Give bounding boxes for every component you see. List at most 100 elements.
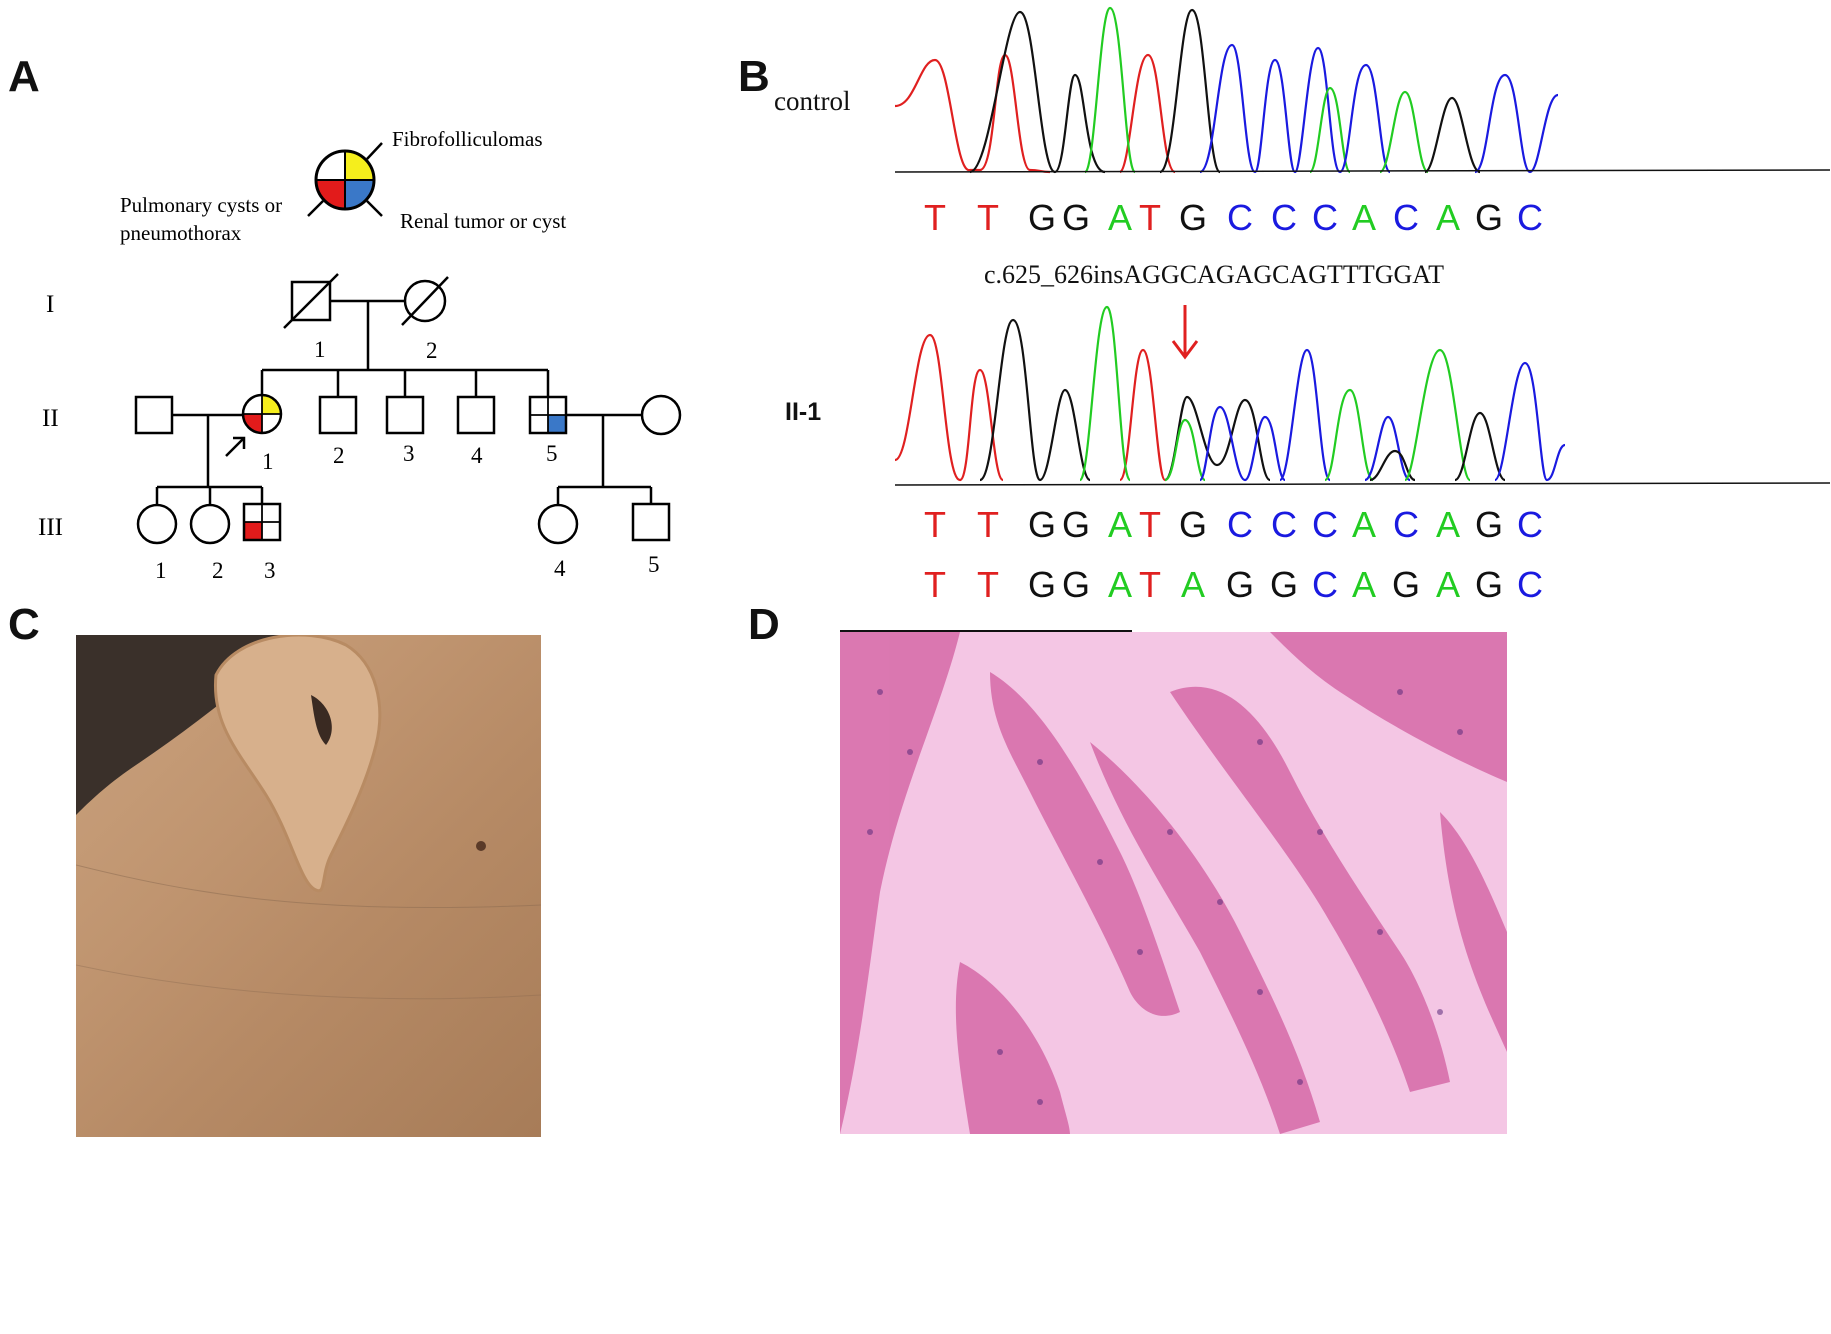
control_seq-base-8: C	[1227, 197, 1253, 238]
patient_seq2-base-8: G	[1226, 564, 1254, 605]
legend-renal-quadrant	[345, 180, 374, 209]
patient_seq1-base-2: T	[977, 504, 999, 545]
control_seq-base-1: T	[924, 197, 946, 238]
control_seq-base-6: T	[1139, 197, 1161, 238]
patient_seq2-base-1: T	[924, 564, 946, 605]
id-III-2: 2	[212, 558, 224, 583]
individual-II-2	[318, 395, 358, 435]
panel-b-label: B	[738, 52, 770, 101]
id-III-5: 5	[648, 552, 660, 577]
panel-c-label: C	[8, 600, 40, 649]
individual-II-4	[456, 395, 496, 435]
patient_seq1-base-5: A	[1108, 504, 1132, 545]
legend-pulmonary-text-1: Pulmonary cysts or	[120, 193, 282, 217]
patient_seq1-base-10: C	[1312, 504, 1338, 545]
patient_seq1-base-11: A	[1352, 504, 1376, 545]
patient_seq1-base-14: G	[1475, 504, 1503, 545]
control_seq-base-14: G	[1475, 197, 1503, 238]
patient_seq1-base-13: A	[1436, 504, 1460, 545]
id-II-1: 1	[262, 449, 274, 474]
chromatogram-patient	[894, 305, 1830, 486]
control_seq-base-3: G	[1028, 197, 1056, 238]
patient_seq1-base-6: T	[1139, 504, 1161, 545]
patient_seq2-base-4: G	[1062, 564, 1090, 605]
patient_seq2-base-12: G	[1392, 564, 1420, 605]
legend-renal-text: Renal tumor or cyst	[400, 209, 566, 233]
patient_seq2-base-6: T	[1139, 564, 1161, 605]
skin-photo	[76, 635, 541, 1137]
patient_seq2-base-10: C	[1312, 564, 1338, 605]
control_seq-base-2: T	[977, 197, 999, 238]
control_seq-base-4: G	[1062, 197, 1090, 238]
pedigree-chart: Fibrofolliculomas Pulmonary cysts or pne…	[38, 127, 682, 583]
patient_seq2-base-7: A	[1181, 564, 1205, 605]
ear-photo-drawing	[76, 635, 541, 1000]
id-II-5: 5	[546, 441, 558, 466]
legend-symbol	[307, 142, 383, 217]
individual-II-5-affected	[528, 395, 568, 435]
individual-II-spouse-male	[134, 395, 174, 435]
individual-II-1-proband	[241, 393, 283, 435]
individual-II-spouse-female	[640, 394, 682, 436]
control_seq-base-12: C	[1393, 197, 1419, 238]
id-III-4: 4	[554, 556, 566, 581]
patient_seq2-base-2: T	[977, 564, 999, 605]
control_seq-base-10: C	[1312, 197, 1338, 238]
patient_seq1-base-15: C	[1517, 504, 1543, 545]
patient-label: II-1	[785, 398, 822, 426]
patient_seq1-base-3: G	[1028, 504, 1056, 545]
generation-label-1: I	[46, 291, 54, 318]
control_seq-base-9: C	[1271, 197, 1297, 238]
proband-arrow	[225, 436, 246, 457]
histology-drawing	[840, 632, 1507, 1134]
mutation-arrow	[1171, 305, 1199, 360]
legend-fibro-text: Fibrofolliculomas	[392, 127, 543, 151]
id-II-2: 2	[333, 443, 345, 468]
control_seq-base-7: G	[1179, 197, 1207, 238]
histology-top-line	[840, 630, 1132, 632]
generation-label-2: II	[42, 405, 59, 432]
patient_seq1-base-7: G	[1179, 504, 1207, 545]
panel-a-label: A	[8, 52, 40, 101]
mutation-label: c.625_626insAGGCAGAGCAGTTTGGAT	[984, 260, 1445, 289]
id-I-2: 2	[426, 338, 438, 363]
control_seq-base-13: A	[1436, 197, 1460, 238]
patient_seq2-base-11: A	[1352, 564, 1376, 605]
patient_seq2-base-5: A	[1108, 564, 1132, 605]
individual-II-3	[385, 395, 425, 435]
patient_seq2-base-13: A	[1436, 564, 1460, 605]
control-label: control	[774, 86, 851, 116]
control_seq-base-5: A	[1108, 197, 1132, 238]
control_seq-base-15: C	[1517, 197, 1543, 238]
id-III-1: 1	[155, 558, 167, 583]
individual-III-1	[136, 503, 178, 545]
histology-photo	[840, 632, 1507, 1134]
legend-pulmonary-text-2: pneumothorax	[120, 221, 242, 245]
patient_seq1-base-1: T	[924, 504, 946, 545]
patient_seq1-base-12: C	[1393, 504, 1419, 545]
patient_seq2-base-14: G	[1475, 564, 1503, 605]
control_seq-base-11: A	[1352, 197, 1376, 238]
legend-pulmonary-quadrant	[316, 180, 345, 209]
legend-fibro-quadrant	[345, 151, 374, 180]
generation-label-3: III	[38, 514, 63, 541]
patient_seq2-base-15: C	[1517, 564, 1543, 605]
patient_seq2-base-3: G	[1028, 564, 1056, 605]
id-II-4: 4	[471, 443, 483, 468]
patient_seq1-base-9: C	[1271, 504, 1297, 545]
id-III-3: 3	[264, 558, 276, 583]
patient_seq2-base-9: G	[1270, 564, 1298, 605]
patient_seq1-base-8: C	[1227, 504, 1253, 545]
id-I-1: 1	[314, 337, 326, 362]
individual-III-2	[189, 503, 231, 545]
id-II-3: 3	[403, 441, 415, 466]
individual-III-4	[537, 503, 579, 545]
chromatogram-control	[894, 6, 1830, 174]
individual-III-5	[631, 502, 671, 542]
patient_seq1-base-4: G	[1062, 504, 1090, 545]
panel-d-label: D	[748, 600, 780, 649]
